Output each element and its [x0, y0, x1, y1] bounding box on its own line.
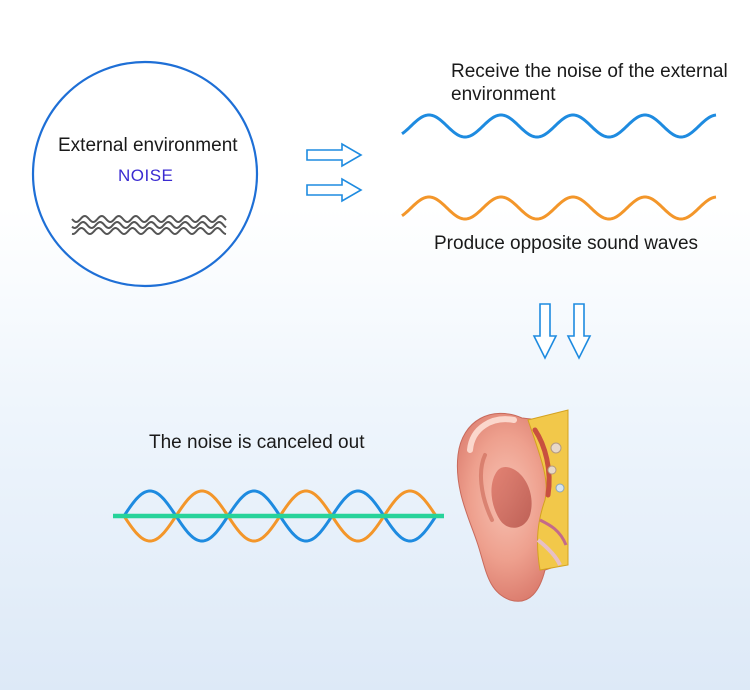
down-arrow-icon — [532, 303, 558, 360]
noise-label: NOISE — [118, 166, 174, 185]
ear-anatomy-icon — [456, 409, 569, 602]
right-arrow-icon — [306, 142, 363, 168]
external-environment-label: External environment — [58, 135, 238, 156]
down-arrow-icon — [566, 303, 592, 360]
noise-wave-icon — [71, 214, 227, 236]
received-noise-wave — [401, 113, 717, 139]
noise-canceled-label: The noise is canceled out — [149, 432, 365, 453]
receive-noise-label: Receive the noise of the external enviro… — [451, 61, 728, 105]
produce-waves-label: Produce opposite sound waves — [434, 233, 699, 254]
right-arrow-icon — [306, 177, 363, 203]
opposite-sound-wave — [401, 195, 717, 221]
external-environment-circle — [31, 60, 259, 288]
